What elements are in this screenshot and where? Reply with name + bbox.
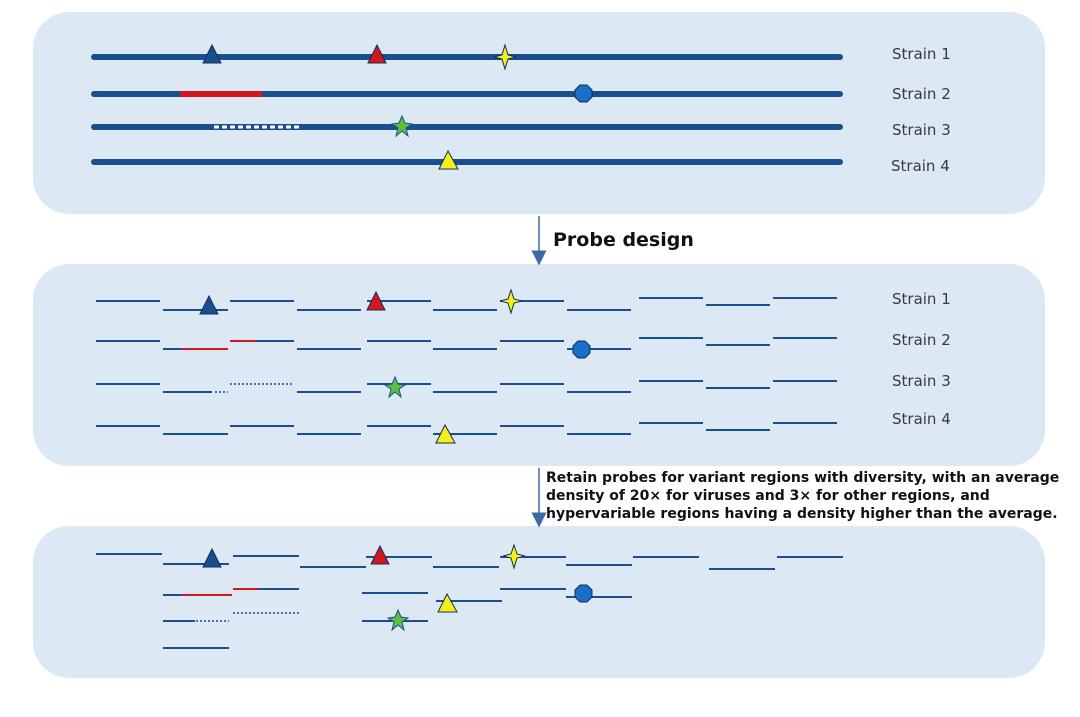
strain-label-4: Strain 4 xyxy=(892,410,951,428)
panel1-strands xyxy=(91,54,843,165)
yellow-triangle-marker xyxy=(437,592,458,613)
panel3-markers xyxy=(202,543,593,632)
blue-triangle-marker xyxy=(202,547,222,568)
strain-label-2: Strain 2 xyxy=(892,85,951,103)
red-triangle-marker xyxy=(366,290,386,311)
panel1-markers xyxy=(202,43,593,170)
retain-line-3: hypervariable regions having a density h… xyxy=(546,506,1058,522)
yellow-star-marker xyxy=(499,288,523,315)
strain-label-4: Strain 4 xyxy=(891,157,950,175)
panel3-probes xyxy=(96,553,843,649)
blue-octagon-marker xyxy=(574,84,593,103)
yellow-triangle-marker xyxy=(435,423,456,444)
strain-label-2: Strain 2 xyxy=(892,331,951,349)
panel3-variant-segments xyxy=(182,588,299,622)
strain-label-1: Strain 1 xyxy=(892,45,951,63)
panel2-variant-segments xyxy=(182,340,294,393)
panel-designed-probes xyxy=(33,264,1045,466)
strain-label-3: Strain 3 xyxy=(892,372,951,390)
panel-retained-probes xyxy=(33,526,1045,678)
panel2-probes xyxy=(96,297,837,435)
blue-octagon-marker xyxy=(572,340,591,359)
retain-line-2: density of 20× for viruses and 3× for ot… xyxy=(546,488,990,504)
retain-line-1: Retain probes for variant regions with d… xyxy=(546,470,1060,486)
blue-triangle-marker xyxy=(202,43,222,64)
panel2-markers xyxy=(199,288,591,444)
panel-original-strains xyxy=(33,12,1045,214)
blue-octagon-marker xyxy=(574,584,593,603)
green-star-marker xyxy=(390,114,414,138)
yellow-star-marker xyxy=(502,543,526,570)
blue-triangle-marker xyxy=(199,294,219,315)
red-triangle-marker xyxy=(370,544,390,565)
yellow-star-marker xyxy=(493,43,517,71)
retain-probes-label: Retain probes for variant regions with d… xyxy=(546,469,1060,523)
green-star-marker xyxy=(386,608,410,632)
red-triangle-marker xyxy=(367,43,387,64)
strain-label-1: Strain 1 xyxy=(892,290,951,308)
green-star-marker xyxy=(383,375,407,399)
probe-design-label: Probe design xyxy=(553,229,694,251)
strain-label-3: Strain 3 xyxy=(892,121,951,139)
yellow-triangle-marker xyxy=(438,149,459,170)
